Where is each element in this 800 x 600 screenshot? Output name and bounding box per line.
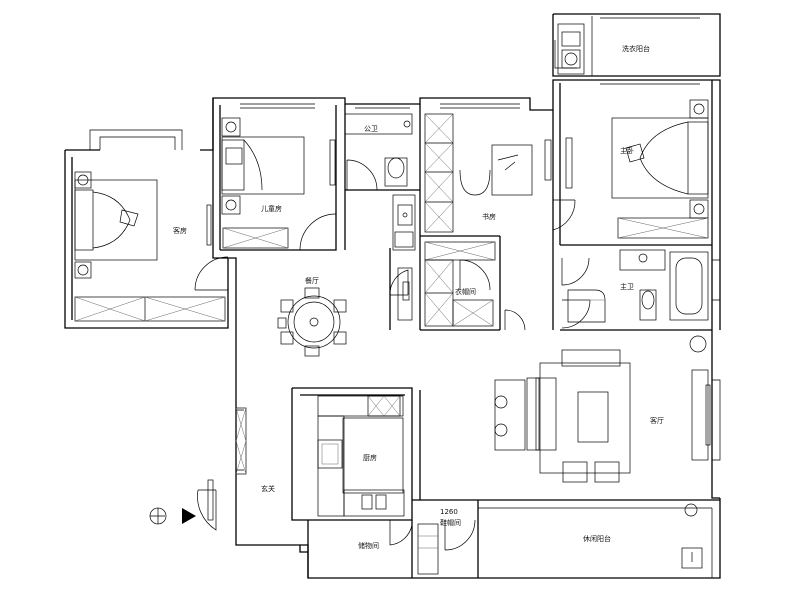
guest-room-balcony: [89, 129, 183, 150]
label-master-bedroom: 主卧: [620, 146, 634, 155]
entrance-arrow-icon: [149, 507, 196, 525]
child-room: [221, 117, 336, 249]
shoe-room: [417, 523, 439, 575]
kitchen: [317, 395, 405, 517]
label-kitchen: 厨房: [363, 453, 377, 462]
label-master-bath: 主卫: [620, 282, 634, 291]
label-dining-room: 餐厅: [305, 276, 319, 285]
leisure-balcony: [478, 507, 713, 578]
dining-table: [277, 287, 347, 357]
master-bath: [567, 249, 709, 323]
label-laundry-balcony: 洗衣阳台: [622, 44, 650, 53]
public-bath: [344, 113, 416, 251]
label-shoe-room: 鞋帽间: [440, 518, 461, 527]
label-guest-room: 客房: [173, 226, 187, 235]
guest-room: [74, 171, 226, 322]
interior-walls: [212, 83, 712, 578]
label-study: 书房: [482, 212, 496, 221]
label-living-room: 客厅: [650, 416, 664, 425]
label-entrance: 玄关: [261, 484, 275, 493]
master-bedroom: [565, 99, 709, 239]
dimension-label: 1260: [440, 508, 458, 516]
cloakroom: [397, 241, 496, 327]
label-public-bath: 公卫: [364, 125, 378, 133]
label-cloakroom: 衣帽间: [455, 287, 476, 296]
study: [424, 113, 552, 233]
doors: [194, 40, 591, 551]
room-labels: 客厅 餐厅 厨房 主卧 主卫 公卫 书房 儿童房 客房 玄关 洗衣阳台 休闲阳台…: [173, 44, 664, 550]
laundry-balcony: [557, 16, 593, 76]
label-storage: 储物间: [358, 541, 379, 550]
label-child-room: 儿童房: [261, 204, 282, 213]
living-room-furniture: [494, 335, 711, 517]
label-leisure-balcony: 休闲阳台: [583, 534, 611, 543]
exterior-walls: [64, 13, 721, 579]
entrance-cabinet: [207, 407, 247, 521]
